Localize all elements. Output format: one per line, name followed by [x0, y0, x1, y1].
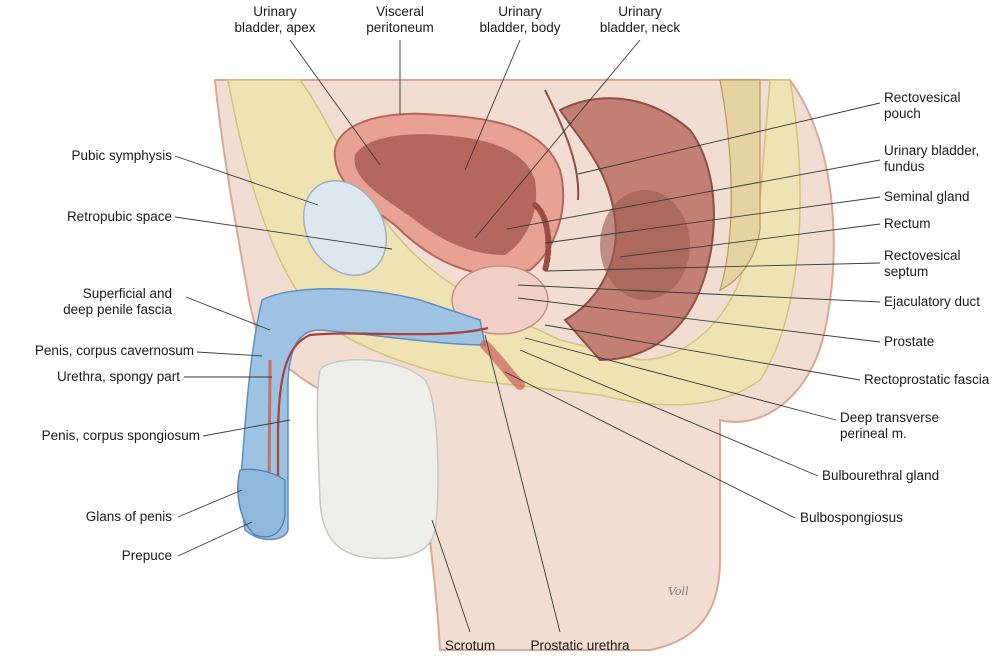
label-rectum: Rectum — [884, 216, 931, 231]
label-penile-fascia: Superficial and deep penile fascia — [63, 286, 172, 317]
scrotum-shape — [316, 359, 439, 560]
label-ejaculatory-duct: Ejaculatory duct — [884, 294, 981, 309]
label-urinary-bladder-body: Urinary bladder, body — [479, 4, 561, 35]
label-seminal-gland: Seminal gland — [884, 189, 970, 204]
pubic-symphysis-shape — [302, 179, 388, 277]
label-pubic-symphysis: Pubic symphysis — [71, 148, 172, 163]
label-corpus-cavernosum: Penis, corpus cavernosum — [34, 343, 194, 358]
label-urinary-bladder-apex: Urinary bladder, apex — [234, 4, 316, 35]
label-prostate: Prostate — [884, 334, 935, 349]
label-bulbospongiosus: Bulbospongiosus — [800, 510, 903, 525]
label-urethra-spongy: Urethra, spongy part — [56, 369, 180, 384]
label-rectoprostatic-fascia: Rectoprostatic fascia — [864, 372, 990, 387]
label-rectovesical-pouch: Rectovesical pouch — [884, 90, 961, 121]
label-glans-penis: Glans of penis — [85, 509, 172, 524]
label-prostatic-urethra: Prostatic urethra — [530, 638, 630, 653]
bladder-lumen — [354, 134, 537, 255]
label-visceral-peritoneum: Visceral peritoneum — [366, 4, 434, 35]
label-bladder-fundus: Urinary bladder, fundus — [884, 143, 980, 174]
sacrum — [719, 79, 761, 292]
label-urinary-bladder-neck: Urinary bladder, neck — [599, 4, 681, 35]
glans-shape — [237, 468, 286, 538]
leader-lines — [174, 39, 881, 633]
label-deep-transverse-perineal: Deep transverse perineal m. — [840, 410, 940, 441]
prostate-shape — [451, 265, 549, 335]
label-retropubic-space: Retropubic space — [66, 209, 172, 224]
label-rectovesical-septum: Rectovesical septum — [884, 248, 961, 279]
label-bulbourethral-gland: Bulbourethral gland — [822, 468, 940, 483]
artist-signature: Voll — [668, 585, 689, 598]
label-scrotum: Scrotum — [444, 638, 496, 653]
label-corpus-spongiosum: Penis, corpus spongiosum — [41, 428, 200, 443]
label-prepuce: Prepuce — [121, 548, 172, 563]
